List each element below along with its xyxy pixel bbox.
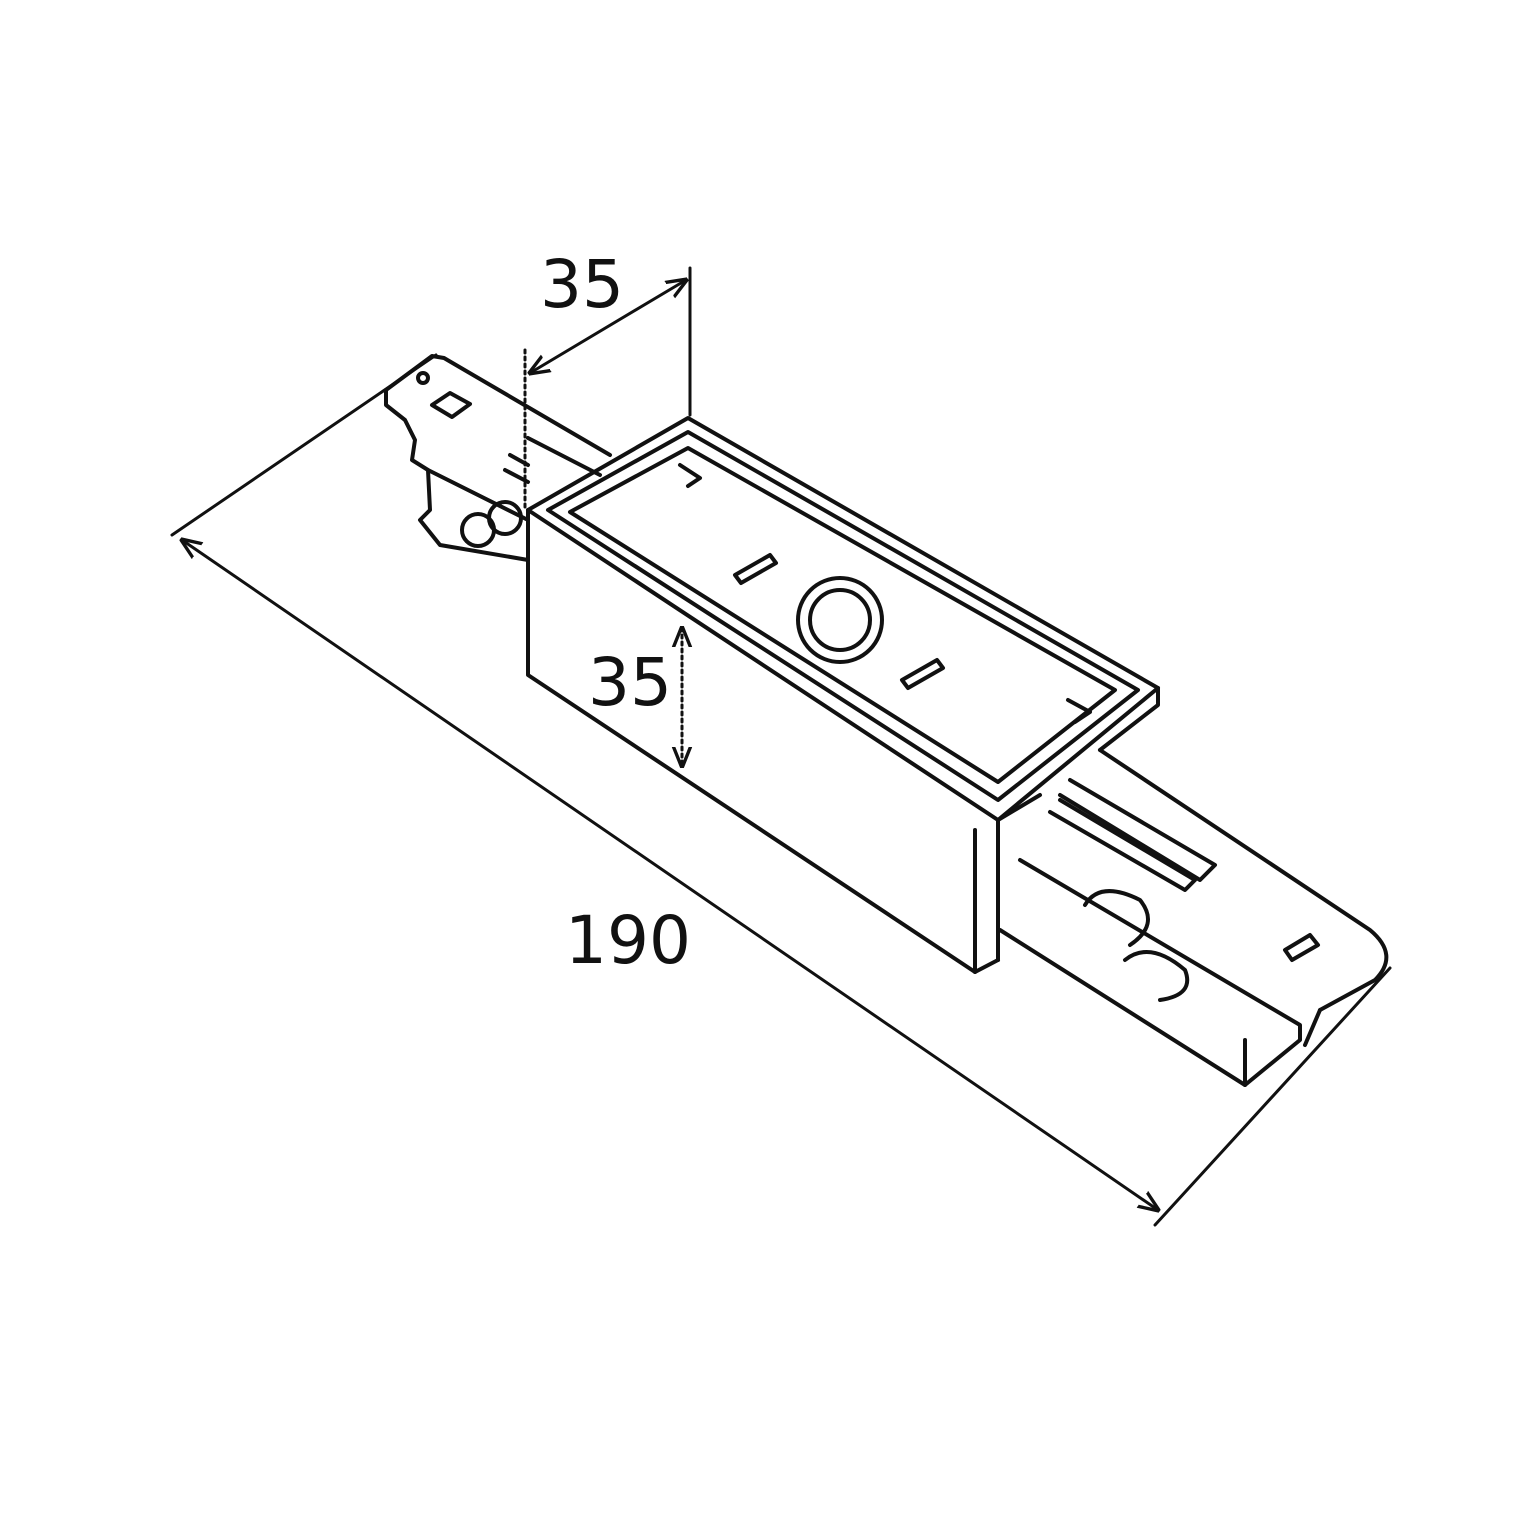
width-dimension-label: 35 [540,246,624,323]
height-dimension-label: 35 [588,644,672,721]
dimension-lines [170,266,1392,1227]
length-dimension-label: 190 [565,902,691,979]
